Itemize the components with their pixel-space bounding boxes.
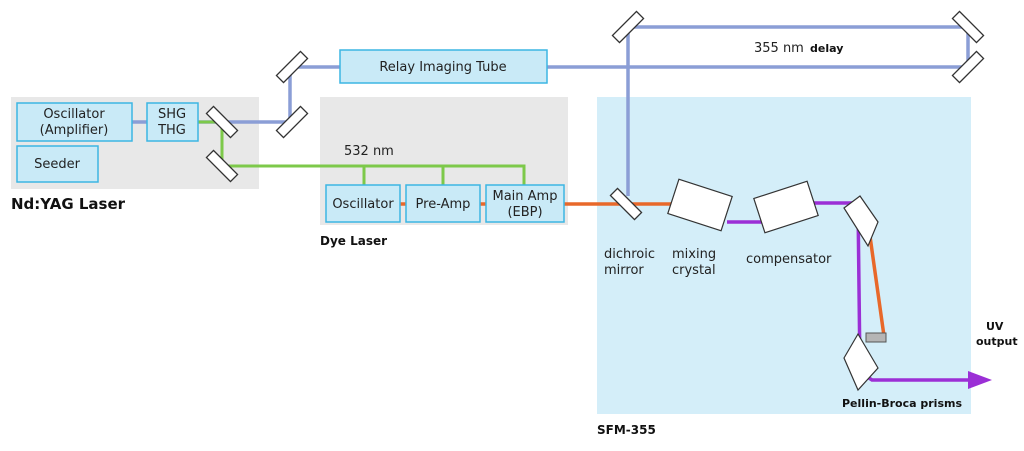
dye-oscillator-box	[325, 184, 401, 223]
mirror-relay-high	[275, 50, 309, 84]
oscillator-amplifier-box	[16, 102, 133, 142]
ndyag-section-title: Nd:YAG Laser	[11, 195, 126, 213]
uv-output-arrowhead	[968, 371, 992, 389]
pellin-broca-prism-bottom	[843, 332, 879, 392]
mirror-delay-bottom-right	[951, 50, 985, 84]
mirror-shg-out	[205, 105, 239, 139]
relay-label: Relay Imaging Tube	[379, 60, 506, 75]
oscillator-label: Oscillator	[43, 107, 105, 122]
thg-label: THG	[157, 123, 186, 138]
pellin-broca-label: Pellin-Broca prisms	[842, 397, 962, 410]
dye-section-title: Dye Laser	[320, 234, 387, 248]
mixing-crystal	[667, 178, 733, 232]
mirror-delay-top-left	[611, 10, 645, 44]
mirrors	[205, 10, 985, 221]
relay-imaging-tube-box	[339, 49, 548, 84]
mirror-relay-low	[275, 105, 309, 139]
shg-thg-box	[146, 102, 199, 142]
sfm-section	[597, 97, 971, 414]
beam-dump	[865, 332, 887, 343]
compensator-crystal	[753, 180, 819, 234]
pellin-broca-prism-top	[843, 195, 879, 248]
output-label: output	[976, 335, 1018, 348]
main-amp-label: Main Amp	[493, 189, 558, 204]
mirror-green-split	[205, 149, 239, 183]
wavelength-355-label: 355 nm	[754, 41, 804, 56]
dye-oscillator-label: Oscillator	[332, 197, 394, 212]
mirror-label: mirror	[604, 263, 644, 278]
crystal-label: crystal	[672, 263, 716, 278]
delay-label: delay	[810, 42, 843, 55]
mirror-delay-top-right	[951, 10, 985, 44]
dichroic-mirror	[609, 187, 643, 221]
compensator-label: compensator	[746, 252, 832, 267]
uv-label: UV	[986, 320, 1004, 333]
pre-amp-box	[405, 184, 481, 223]
wavelength-532-label: 532 nm	[344, 144, 394, 159]
mixing-label: mixing	[672, 247, 716, 262]
main-amp-box	[485, 184, 565, 223]
seeder-label: Seeder	[34, 157, 80, 172]
sfm-section-title: SFM-355	[597, 423, 656, 437]
seeder-box	[16, 145, 99, 183]
ebp-label: (EBP)	[507, 205, 542, 220]
amplifier-label: (Amplifier)	[40, 123, 109, 138]
shg-label: SHG	[158, 107, 186, 122]
pre-amp-label: Pre-Amp	[416, 197, 471, 212]
dichroic-label: dichroic	[604, 247, 655, 262]
